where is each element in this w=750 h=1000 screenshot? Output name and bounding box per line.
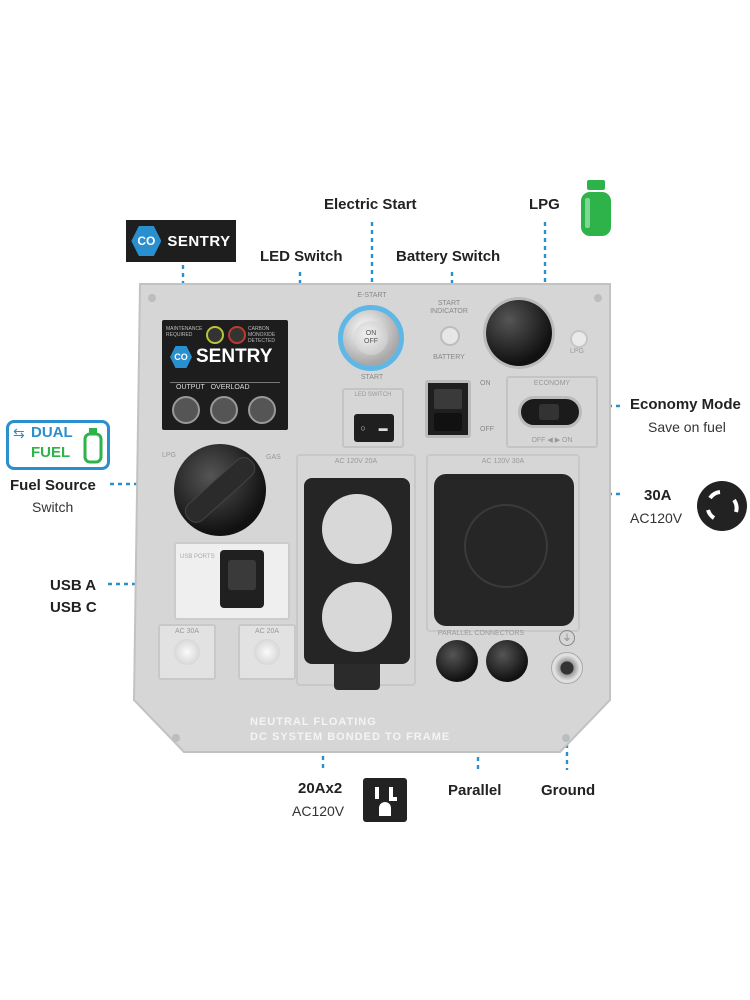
ac-30a-box-label: AC 120V 30A [481,458,525,465]
callout-20a: 20Ax2 [298,780,343,797]
ground-terminal[interactable] [551,652,583,684]
economy-label: ECONOMY [533,380,571,387]
dual-fuel-badge: ⇆ DUAL FUEL [6,420,110,470]
callout-parallel: Parallel [448,782,502,799]
callout-20a-sub: AC120V [292,803,345,819]
panel-footer-line2: DC SYSTEM BONDED TO FRAME [250,731,451,743]
callout-economy-mode-sub: Save on fuel [648,419,726,435]
callout-fuel-source: Fuel Source [10,477,96,494]
callout-30a: 30A [644,487,672,504]
battery-rocker-switch[interactable] [425,380,471,438]
ac-20a-box-label: AC 120V 20A [334,458,378,465]
co-hexagon-icon: CO [131,226,162,256]
fuel-lpg-label: LPG [162,452,177,459]
economy-rocker-switch[interactable] [518,396,582,428]
co-sentry-badge: CO SENTRY [126,220,236,262]
callout-electric-start: Electric Start [324,196,417,213]
maintenance-label: MAINTENANCE REQUIRED [166,326,203,338]
callout-usb-a: USB A [50,577,97,594]
battery-on-label: ON [480,380,491,387]
fuel-source-knob[interactable] [174,444,266,536]
lpg-indicator-led [570,330,588,348]
overload-label: OVERLOAD [210,384,250,391]
outlet-20a-lower[interactable] [322,582,392,652]
co-detected-led [228,326,246,344]
callout-led-switch: LED Switch [260,248,343,265]
battery-off-label: OFF [480,426,494,433]
co-sentry-module: MAINTENANCE REQUIRED CARBON MONOXIDE DET… [162,320,288,430]
co-sentry-wordmark: SENTRY [167,232,231,250]
callout-economy-mode: Economy Mode [630,396,741,413]
duplex-outlet-icon [363,778,407,822]
callout-ground: Ground [541,782,596,799]
led-rocker-switch[interactable]: ○▬ [354,414,394,442]
outlet-30a-housing: AC 120V 30A [426,454,580,632]
dual-arrow-icon: ⇆ [13,425,25,441]
e-start-label: E-START [357,292,387,299]
output-label: OUTPUT [176,384,205,391]
usb-port-cover[interactable] [220,550,264,608]
parallel-connectors-label: PARALLEL CONNECTORS [437,630,525,637]
callout-fuel-source-sub: Switch [32,499,74,515]
economy-switch-housing: ECONOMY OFF ◀ ▶ ON [506,376,598,448]
panel-footer-line1: NEUTRAL FLOATING [250,716,377,728]
outlet-20a-tab [334,664,380,690]
battery-label: BATTERY [433,354,465,361]
start-indicator-led [440,326,460,346]
dual-fuel-tank-icon [83,428,103,464]
fuel-gas-label: GAS [266,454,281,461]
led-switch-label: LED SWITCH [354,392,392,398]
electric-start-button[interactable]: ON OFF [338,305,404,371]
output-terminals [172,396,276,424]
lpg-tank-icon [581,180,611,236]
parallel-connector-right[interactable] [486,640,528,682]
start-indicator-label: START INDICATOR [430,300,468,315]
ground-symbol-icon: ⏚ [559,630,575,646]
parallel-connector-left[interactable] [436,640,478,682]
breaker-30a[interactable]: AC 30A [158,624,216,680]
lpg-valve-knob[interactable] [486,300,552,366]
economy-off-on-label: OFF ◀ ▶ ON [531,437,573,444]
twist-lock-outlet-icon [697,481,747,531]
outlet-30a-cover[interactable] [434,474,574,626]
led-switch-housing: LED SWITCH [342,388,404,448]
callout-battery-switch: Battery Switch [396,248,501,265]
callout-30a-sub: AC120V [630,510,683,526]
breaker-20a[interactable]: AC 20A [238,624,296,680]
callout-lpg: LPG [529,196,560,213]
lpg-led-label: LPG [570,348,585,355]
co-detected-label: CARBON MONOXIDE DETECTED [248,326,276,344]
usb-ports-label: USB PORTS [180,554,215,560]
outlet-20a-upper[interactable] [322,494,392,564]
callout-usb-c: USB C [50,599,97,616]
maintenance-led [206,326,224,344]
start-label: START [360,374,384,381]
